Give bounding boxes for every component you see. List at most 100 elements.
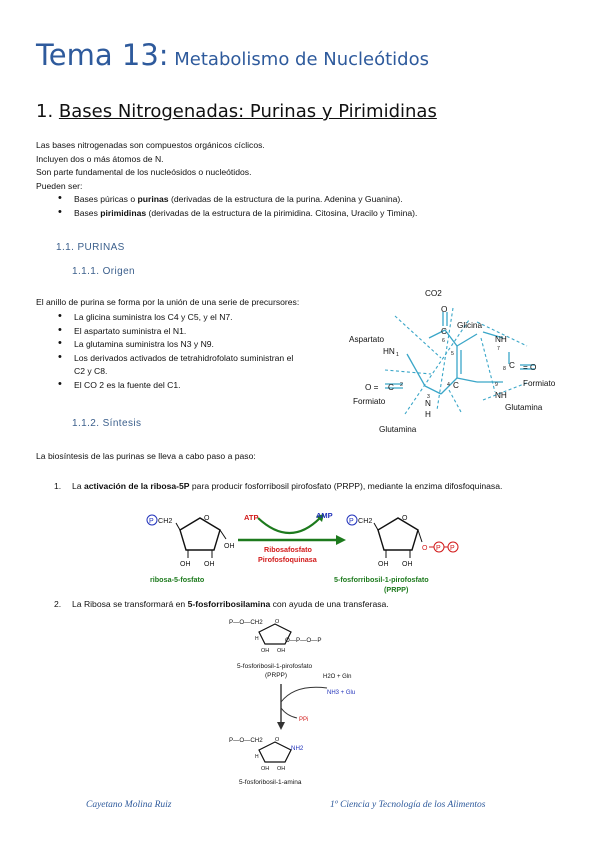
formiato-left-label: Formiato [353, 397, 386, 406]
step-text: La Ribosa se transformará en 5-fosforrib… [72, 599, 389, 609]
prpp-molecule: P CH2 O O P P OH OH 5-fosforribosil-1-pi… [334, 514, 459, 594]
nh2-label: NH2 [291, 745, 304, 752]
nh9-label: NH [495, 391, 507, 400]
intro-line: Las bases nitrogenadas son compuestos or… [36, 140, 265, 150]
types-list: Bases púricas o purinas (derivadas de la… [58, 192, 417, 221]
transferase-arrow: H2O + Gln NH3 + Glu PPi [277, 674, 355, 730]
list-item: El aspartato suministra el N1. [58, 324, 343, 339]
title-sub: Metabolismo de Nucleótidos [168, 49, 430, 70]
linking-oxygen: O [422, 545, 428, 552]
reaction-arrow: ATP AMP Ribosafosfato Pirofosfoquinasa [238, 511, 346, 564]
locant-3: 3 [427, 394, 430, 400]
oh-label: OH [277, 766, 285, 772]
locant-1: 1 [396, 352, 399, 358]
list-item: Los derivados activados de tetrahidrofol… [58, 351, 343, 366]
locant-5: 5 [451, 351, 454, 357]
atp-label: ATP [244, 513, 258, 522]
prpp-structure: P—O—CH2 O O—P—O—P H OH OH 5-fosforibosil… [229, 619, 321, 679]
step-text: La activación de la ribosa-5P para produ… [72, 481, 503, 491]
oh-label: OH [224, 543, 235, 550]
phosphate-icon [447, 541, 459, 553]
ribose-5-phosphate: P CH2 O OH OH OH ribosa-5-fosfato [146, 514, 235, 584]
list-item: La glutamina suministra los N3 y N9. [58, 337, 343, 352]
prpp-name-label: 5-fosforibosil-1-pirofosfato [237, 663, 313, 670]
formiato-right-label: Formiato [523, 379, 556, 388]
phosphoribosylamine-label: 5-fosforibosil-1-amina [239, 779, 302, 786]
ribose-5-phosphate-label: ribosa-5-fosfato [150, 575, 205, 584]
aspartato-label: Aspartato [349, 335, 384, 344]
reaction-1-diagram: P CH2 O OH OH OH ribosa-5-fosfato ATP AM… [146, 511, 459, 594]
ring-oxygen: O [204, 515, 210, 522]
phosphate-icon [146, 514, 158, 526]
locant-9: 9 [495, 382, 498, 388]
locant-8: 8 [503, 366, 506, 372]
nh7-label: NH [495, 335, 507, 344]
oh-label: OH [261, 648, 269, 654]
locant-2: 2 [400, 382, 403, 388]
purine-origin-diagram: CO2 O C 6 Glicina NH 7 Aspartato HN 1 5 … [349, 289, 556, 434]
phosphoribosylamine-structure: P—O—CH2 O NH2 H OH OH 5-fosforibosil-1-a… [229, 737, 304, 786]
locant-6: 6 [442, 338, 445, 344]
list-item: Bases púricas o purinas (derivadas de la… [58, 192, 417, 207]
ppi-label: PPi [299, 717, 308, 723]
phosphate-letter: P [349, 518, 354, 525]
sintesis-intro: La biosíntesis de las purinas se lleva a… [36, 451, 256, 461]
subsection-purinas: 1.1. PURINAS [56, 242, 125, 253]
h-label: H [255, 636, 259, 642]
ring-oxygen: O [402, 515, 408, 522]
glicina-label: Glicina [457, 321, 482, 330]
intro-paragraph: Las bases nitrogenadas son compuestos or… [36, 139, 265, 193]
ch2-label: CH2 [358, 516, 372, 525]
list-item: El CO 2 es la fuente del C1. [58, 378, 343, 393]
co2-label: CO2 [425, 289, 442, 298]
glutamina-right-label: Glutamina [505, 403, 543, 412]
ring-oxygen: O [275, 619, 280, 625]
reaction-2-diagram: P—O—CH2 O O—P—O—P H OH OH 5-fosforibosil… [229, 619, 355, 786]
phosphate-letter: P [149, 518, 154, 525]
oh-label: OH [204, 561, 215, 568]
eq-o-label: = O [523, 363, 536, 372]
prpp-abbrev-label: (PRPP) [265, 672, 287, 679]
h2o-gln-label: H2O + Gln [323, 674, 352, 680]
oh-label: OH [378, 561, 389, 568]
c4-label: C [453, 381, 459, 390]
enzyme-label-2: Pirofosfoquinasa [258, 555, 318, 564]
subsection-sintesis: 1.1.2. Síntesis [72, 418, 142, 429]
locant-7: 7 [497, 346, 500, 352]
c6-label: C [441, 327, 447, 336]
c2-label: C [388, 383, 394, 392]
phosphate-letter: P [436, 545, 441, 552]
oh-label: OH [277, 648, 285, 654]
intro-line: Son parte fundamental de los nucleósidos… [36, 167, 252, 177]
subsection-origen: 1.1.1. Origen [72, 266, 136, 277]
footer-author: Cayetano Molina Ruiz [86, 800, 172, 810]
oh-label: OH [180, 561, 191, 568]
section-title: Bases Nitrogenadas: Purinas y Pirimidina… [58, 101, 437, 122]
phospho-ch2-chain: P—O—CH2 [229, 737, 263, 744]
prpp-name-label: 5-fosforribosil-1-pirofosfato [334, 575, 429, 584]
list-item-continuation: C2 y C8. [74, 366, 108, 376]
ring-oxygen: O [275, 737, 280, 743]
oh-label: OH [261, 766, 269, 772]
section-heading: 1. Bases Nitrogenadas: Purinas y Pirimid… [36, 101, 437, 122]
phospho-ch2-chain: P—O—CH2 [229, 619, 263, 626]
step-number: 1. [54, 481, 62, 491]
oh-label: OH [402, 561, 413, 568]
phosphate-letter: P [450, 545, 455, 552]
hn1-label: HN [383, 347, 395, 356]
intro-line: Incluyen dos o más átomos de N. [36, 153, 164, 164]
list-item: Bases pirimidinas (derivadas de la estru… [58, 206, 417, 221]
locant-4: 4 [447, 382, 450, 388]
prpp-abbrev-label: (PRPP) [384, 585, 409, 594]
phosphate-icon [346, 514, 358, 526]
n3-label: N [425, 399, 431, 408]
h3-label: H [425, 410, 431, 419]
precursor-dividers [384, 307, 530, 415]
glutamina-bottom-label: Glutamina [379, 425, 417, 434]
precursor-list: La glicina suministra los C4 y C5, y el … [58, 310, 343, 393]
atom-labels: CO2 O C 6 Glicina NH 7 Aspartato HN 1 5 … [349, 289, 556, 434]
footer-course: 1º Ciencia y Tecnología de los Alimentos [330, 800, 486, 810]
ring-bonds [385, 312, 535, 395]
h-label: H [255, 754, 259, 760]
enzyme-label-1: Ribosafosfato [264, 545, 313, 554]
